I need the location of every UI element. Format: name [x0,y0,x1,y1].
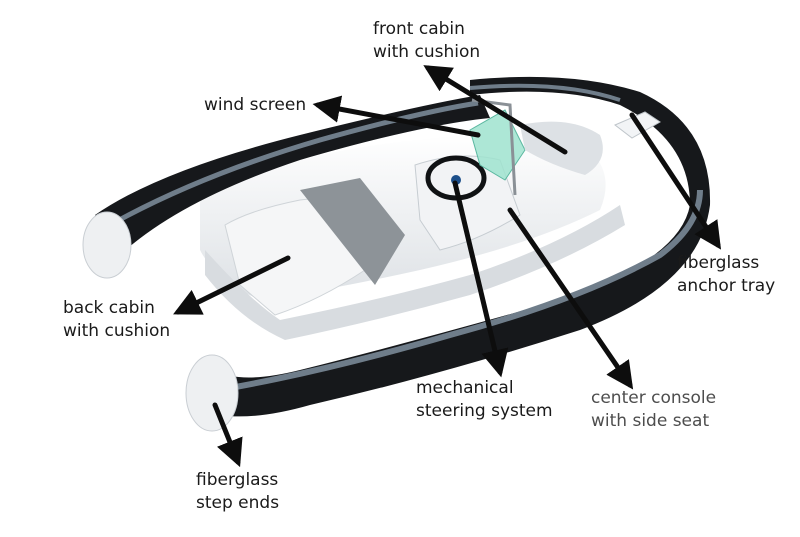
label-steering: mechanical steering system [416,377,553,423]
label-front-cabin-line1: front cabin [373,19,465,39]
label-anchor-tray: fiberglass anchor tray [677,252,775,298]
label-console-line2: with side seat [591,411,710,431]
label-back-cabin-line2: with cushion [63,321,171,341]
label-steering-line1: mechanical [416,378,514,398]
arrow-steering [452,180,509,378]
label-anchor-tray-line1: fiberglass [677,253,760,273]
arrow-front-cabin [423,65,568,155]
port-tube [95,95,490,255]
back-cabin-cushion [300,178,405,285]
port-step-end [82,211,132,279]
label-console: center console with side seat [591,387,716,433]
label-front-cabin-line2: with cushion [373,42,481,62]
label-console-line1: center console [591,388,717,408]
starboard-step-end [185,354,239,432]
label-steering-line2: steering system [416,401,553,421]
label-back-cabin: back cabin with cushion [63,297,170,343]
label-back-cabin-line1: back cabin [63,298,155,318]
label-step-ends-line1: fiberglass [196,470,279,490]
arrow-anchor-tray [629,112,722,250]
arrow-step-ends [212,402,243,468]
starboard-tube-stripe [229,189,703,391]
steering-wheel [425,155,487,201]
label-anchor-tray-line2: anchor tray [677,276,776,296]
arrow-console [507,207,634,390]
arrow-wind-screen [312,95,481,138]
port-tube-stripe [108,100,479,228]
label-wind-screen-line1: wind screen [204,95,307,115]
label-wind-screen: wind screen [204,94,306,117]
starboard-tube-stripe-2 [469,83,621,102]
arrow-back-cabin [173,255,291,315]
label-step-ends: fiberglass step ends [196,469,279,515]
label-front-cabin: front cabin with cushion [373,18,480,64]
label-step-ends-line2: step ends [196,493,280,513]
callout-arrows [173,65,722,468]
